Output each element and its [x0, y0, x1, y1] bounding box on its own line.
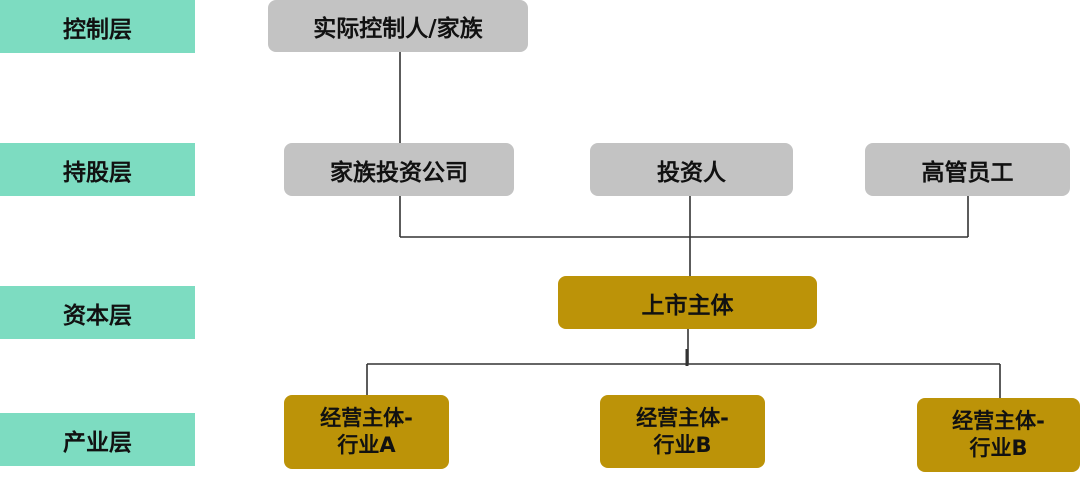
node-controller: 实际控制人/家族	[268, 0, 528, 52]
node-family-company: 家族投资公司	[284, 143, 514, 196]
node-business-b1: 经营主体- 行业B	[600, 395, 765, 468]
node-business-a: 经营主体- 行业A	[284, 395, 449, 469]
node-listed-entity: 上市主体	[558, 276, 817, 329]
node-business-b2: 经营主体- 行业B	[917, 398, 1080, 472]
node-investor: 投资人	[590, 143, 793, 196]
node-executives: 高管员工	[865, 143, 1070, 196]
layer-label-control: 控制层	[0, 0, 195, 53]
layer-label-industry: 产业层	[0, 413, 195, 466]
layer-label-capital: 资本层	[0, 286, 195, 339]
layer-label-holding: 持股层	[0, 143, 195, 196]
